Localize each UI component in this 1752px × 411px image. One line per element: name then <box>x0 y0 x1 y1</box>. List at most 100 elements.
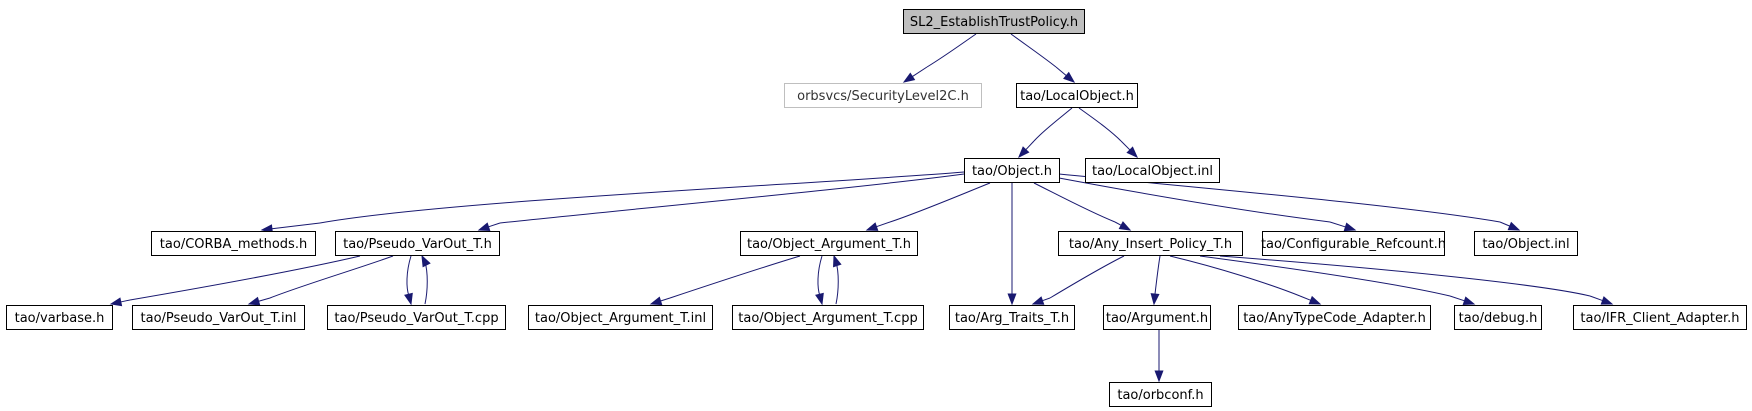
node-label: tao/LocalObject.h <box>1020 89 1134 104</box>
node-box <box>335 231 500 256</box>
edge-line-tail <box>876 221 891 228</box>
node-n20[interactable]: tao/IFR_Client_Adapter.h <box>1573 305 1747 330</box>
arrowhead-icon <box>1507 221 1521 231</box>
arrowhead-icon <box>1118 221 1132 231</box>
node-box <box>903 9 1085 34</box>
node-label: tao/Pseudo_VarOut_T.h <box>343 237 492 252</box>
node-n13[interactable]: tao/Pseudo_VarOut_T.cpp <box>327 305 506 330</box>
edge-n3-n9 <box>1058 177 1357 232</box>
node-n2[interactable]: tao/LocalObject.h <box>1016 83 1138 108</box>
node-n0[interactable]: SL2_EstablishTrustPolicy.h <box>903 9 1085 34</box>
node-label: tao/Object_Argument_T.inl <box>535 311 706 326</box>
edge-n8-n17 <box>1150 255 1161 306</box>
arrowhead-icon <box>1343 222 1357 232</box>
node-n12[interactable]: tao/Pseudo_VarOut_T.inl <box>132 305 305 330</box>
edge-n13-n6 <box>421 254 431 305</box>
node-label: tao/Object_Argument_T.cpp <box>738 311 917 326</box>
node-box <box>1085 158 1220 183</box>
edge-n7-n15 <box>815 255 824 306</box>
edge-n2-n3 <box>1018 107 1073 159</box>
node-n19[interactable]: tao/debug.h <box>1454 305 1542 330</box>
edge-line-tail <box>1299 295 1311 301</box>
node-label: tao/Arg_Traits_T.h <box>955 311 1069 326</box>
edge-line-tail <box>1589 295 1603 302</box>
arrowhead-icon <box>1308 295 1322 305</box>
edge-n7-n14 <box>649 255 801 306</box>
edge-line <box>1219 255 1591 297</box>
edge-line <box>1010 33 1057 68</box>
node-label: tao/Pseudo_VarOut_T.inl <box>141 311 297 326</box>
node-label: tao/Object.inl <box>1482 237 1569 252</box>
arrowhead-icon <box>865 222 879 231</box>
node-box <box>327 305 506 330</box>
arrowhead-icon <box>1462 296 1476 305</box>
node-box <box>1573 305 1747 330</box>
edge-line <box>1049 255 1125 299</box>
edge-n2-n4 <box>1078 107 1138 158</box>
node-n3[interactable]: tao/Object.h <box>964 158 1060 183</box>
node-box <box>1262 231 1445 256</box>
node-label: tao/LocalObject.inl <box>1092 164 1213 179</box>
node-box <box>1238 305 1431 330</box>
edge-line <box>889 182 991 223</box>
edge-line <box>1078 107 1122 142</box>
node-n7[interactable]: tao/Object_Argument_T.h <box>740 231 918 256</box>
node-n8[interactable]: tao/Any_Insert_Policy_T.h <box>1058 231 1243 256</box>
edge-n8-n16 <box>1031 255 1125 305</box>
node-n17[interactable]: tao/Argument.h <box>1103 305 1211 330</box>
node-n11[interactable]: tao/varbase.h <box>6 305 113 330</box>
node-n21[interactable]: tao/orbconf.h <box>1109 382 1212 407</box>
edge-line-tail <box>1025 140 1035 151</box>
arrowhead-icon <box>1150 293 1160 306</box>
edge-n0-n2 <box>1010 33 1076 83</box>
edge-n3-n16 <box>1007 183 1017 306</box>
arrowhead-icon <box>1600 296 1614 305</box>
node-label: tao/Pseudo_VarOut_T.cpp <box>334 311 498 326</box>
edge-line <box>406 255 412 297</box>
node-label: tao/Any_Insert_Policy_T.h <box>1069 237 1232 252</box>
edges-layer <box>109 33 1614 383</box>
node-n16[interactable]: tao/Arg_Traits_T.h <box>949 305 1075 330</box>
arrowhead-icon <box>1063 71 1076 83</box>
node-n10[interactable]: tao/Object.inl <box>1474 231 1578 256</box>
arrowhead-icon <box>1031 296 1045 305</box>
edge-line-tail <box>1329 221 1346 228</box>
node-n4[interactable]: tao/LocalObject.inl <box>1085 158 1220 183</box>
edge-line <box>424 261 428 305</box>
node-n14[interactable]: tao/Object_Argument_T.inl <box>528 305 713 330</box>
node-box <box>964 158 1060 183</box>
edge-n6-n13 <box>404 255 413 306</box>
node-n6[interactable]: tao/Pseudo_VarOut_T.h <box>335 231 500 256</box>
edge-line <box>269 255 394 299</box>
edge-line <box>1154 255 1161 295</box>
node-box <box>949 305 1075 330</box>
node-label: tao/AnyTypeCode_Adapter.h <box>1243 311 1426 326</box>
edge-line-tail <box>271 222 321 230</box>
edge-n3-n8 <box>1033 182 1132 231</box>
edge-line-tail <box>1499 221 1510 227</box>
edge-line-tail <box>1114 221 1122 226</box>
node-box <box>1058 231 1243 256</box>
edge-line <box>499 173 965 224</box>
node-n15[interactable]: tao/Object_Argument_T.cpp <box>732 305 924 330</box>
node-n9[interactable]: tao/Configurable_Refcount.h <box>1261 231 1446 256</box>
edge-line <box>817 255 823 297</box>
edge-line-tail <box>1449 295 1465 302</box>
edge-line-tail <box>1042 297 1051 302</box>
edge-n15-n7 <box>833 254 842 305</box>
edge-line <box>1058 177 1331 223</box>
node-n5[interactable]: tao/CORBA_methods.h <box>151 231 316 256</box>
node-n18[interactable]: tao/AnyTypeCode_Adapter.h <box>1238 305 1431 330</box>
arrowhead-icon <box>477 222 491 231</box>
node-box <box>151 231 316 256</box>
node-label: tao/Object.h <box>972 164 1052 179</box>
edge-n17-n21 <box>1154 330 1164 383</box>
node-box <box>740 231 918 256</box>
node-label: tao/orbconf.h <box>1117 388 1203 403</box>
node-label: tao/varbase.h <box>15 311 105 326</box>
node-label: tao/Configurable_Refcount.h <box>1261 237 1446 252</box>
edge-line <box>1199 255 1451 297</box>
arrowhead-icon <box>649 296 663 306</box>
edge-n8-n18 <box>1169 255 1322 305</box>
